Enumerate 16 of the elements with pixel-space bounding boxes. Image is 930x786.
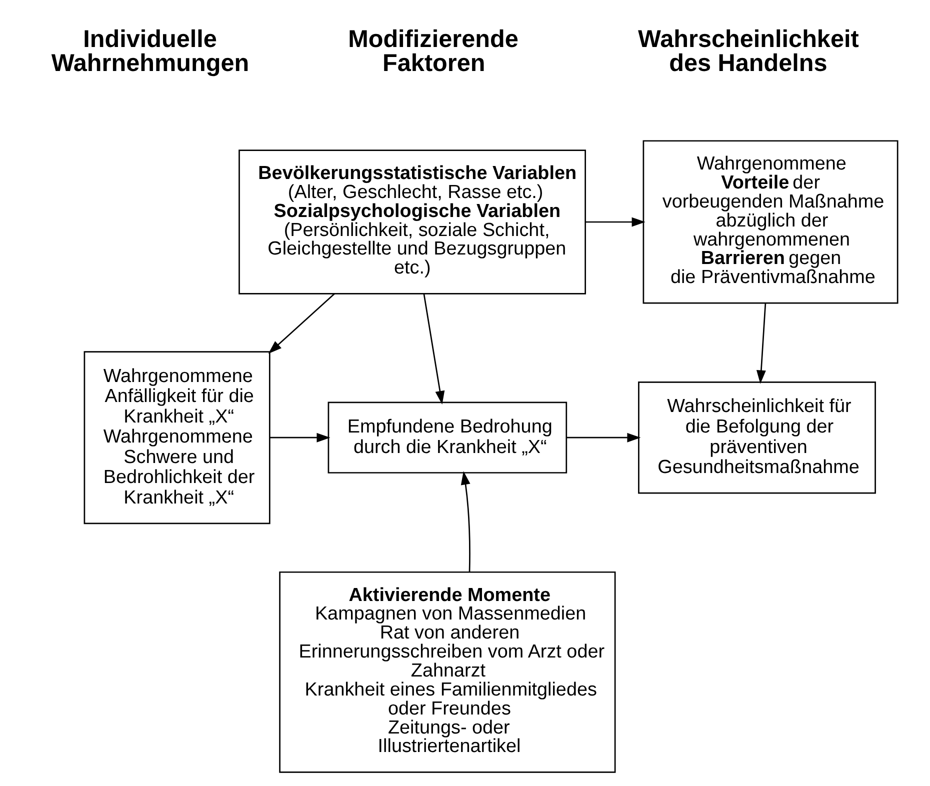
node-box: Wahrscheinlichkeit für die Befolgung der präventiven Gesundheitsmaßnahme	[638, 382, 876, 494]
arrow	[460, 471, 470, 572]
node-box: Bevölkerungsstatistische Variablen (Alter, Geschlecht, Rasse etc.) Sozialpsychologische Variablen (Persönlichkeit, soziale Schicht, Gleichgestellte und Bezugsgruppen etc.)	[238, 150, 586, 294]
arrow	[756, 303, 766, 384]
node-box: Wahrgenommene Vorteile der vorbeugenden Maßnahme abzüglich der wahrgenommenen Barrieren gegen die Präventivmaßnahme	[642, 140, 898, 304]
node-box: Wahrgenommene Anfälligkeit für die Krankheit „X“ Wahrgenommene Schwere und Bedrohlichkeit der Krankheit „X“	[84, 351, 270, 524]
arrow	[270, 432, 330, 442]
label: Individuelle Wahrnehmungen	[51, 26, 250, 78]
arrow	[566, 432, 641, 442]
label: Wahrscheinlichkeit des Handelns	[638, 26, 859, 78]
arrow	[268, 293, 336, 354]
label: Modifizierende Faktoren	[348, 26, 518, 78]
node-box: Aktivierende Momente Kampagnen von Massenmedien Rat von anderen Erinnerungsschreiben vom Arzt oder Zahnarzt Krankheit eines Familienmitgliedes oder Freundes Zeitungs- oder Illustriertenartikel	[279, 571, 616, 773]
arrow	[423, 294, 445, 404]
node-box: Empfundene Bedrohung durch die Krankheit „X“	[328, 402, 568, 474]
arrow	[585, 217, 646, 227]
